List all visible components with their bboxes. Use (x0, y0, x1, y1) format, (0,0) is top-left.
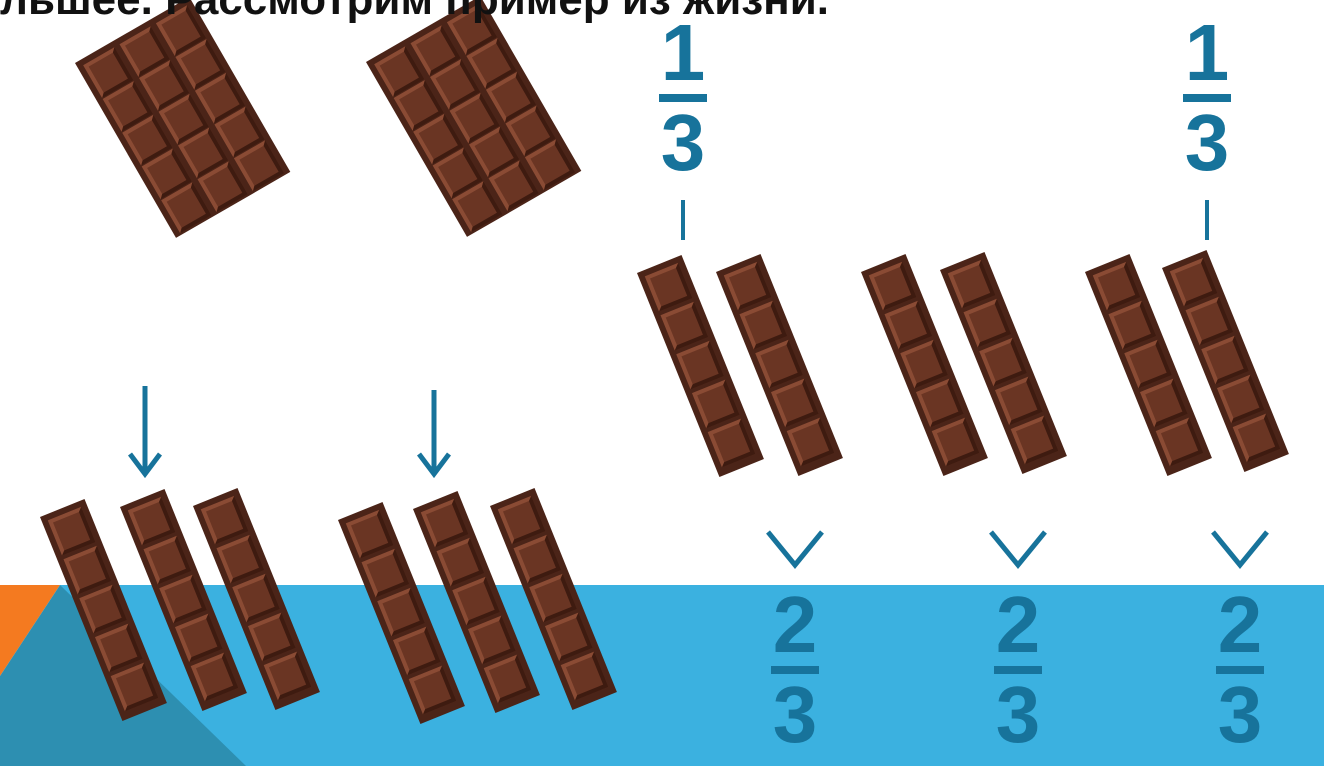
arrow-down-icon (130, 386, 160, 474)
bracket-connector (768, 532, 822, 565)
fraction-two-thirds: 2 3 (988, 590, 1048, 750)
fraction-denominator: 3 (988, 680, 1048, 750)
fraction-two-thirds: 2 3 (765, 590, 825, 750)
chocolate-bar-icon (75, 0, 290, 238)
fraction-two-thirds: 2 3 (1210, 590, 1270, 750)
bracket-connector (1213, 532, 1267, 565)
fraction-denominator: 3 (653, 108, 713, 178)
fraction-denominator: 3 (1177, 108, 1237, 178)
fraction-numerator: 2 (765, 590, 825, 660)
fraction-one-third: 1 3 (653, 18, 713, 178)
fraction-denominator: 3 (765, 680, 825, 750)
bracket-connector (991, 532, 1045, 565)
chocolate-bar-icon (366, 0, 581, 237)
fraction-numerator: 2 (1210, 590, 1270, 660)
arrow-down-icon (419, 390, 449, 474)
fraction-denominator: 3 (1210, 680, 1270, 750)
fraction-numerator: 2 (988, 590, 1048, 660)
fraction-one-third: 1 3 (1177, 18, 1237, 178)
fraction-numerator: 1 (1177, 18, 1237, 88)
fraction-numerator: 1 (653, 18, 713, 88)
